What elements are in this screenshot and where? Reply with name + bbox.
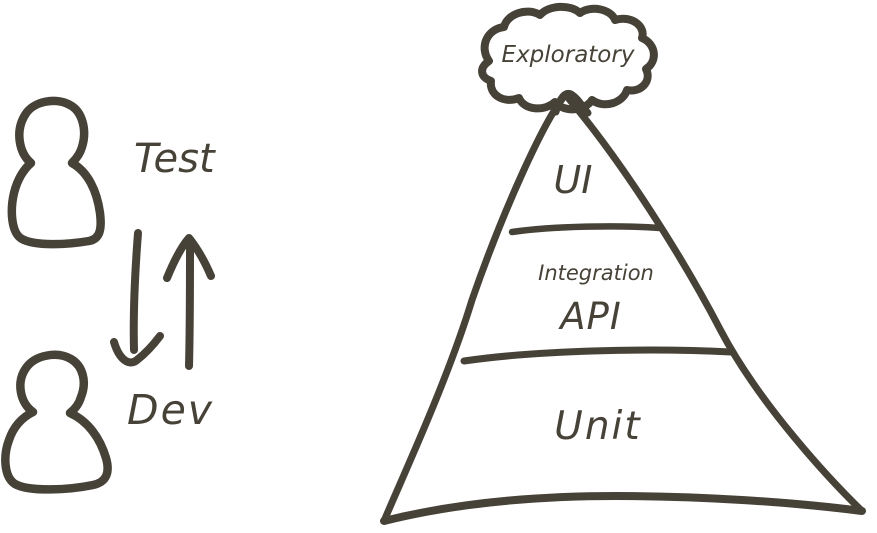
layer-divider-lower bbox=[460, 346, 735, 365]
layer-label-unit: Unit bbox=[554, 404, 641, 449]
cloud-icon bbox=[478, 2, 658, 114]
pyramid-base-edge bbox=[380, 492, 866, 525]
layer-label-integration: Integration bbox=[538, 261, 654, 285]
actors-group: Test Dev bbox=[1, 96, 216, 494]
arrow-up-icon bbox=[163, 234, 215, 370]
test-pyramid-group: Exploratory UI Integration API Unit bbox=[380, 2, 866, 525]
pyramid-right-edge bbox=[565, 95, 866, 515]
dev-person-icon bbox=[1, 350, 112, 494]
layer-label-ui: UI bbox=[553, 158, 592, 202]
layer-label-api: API bbox=[558, 295, 622, 338]
test-actor-label: Test bbox=[134, 136, 216, 182]
exploratory-cloud-label: Exploratory bbox=[502, 42, 635, 68]
dev-actor-label: Dev bbox=[127, 386, 214, 434]
pyramid-left-edge bbox=[380, 94, 567, 525]
layer-divider-upper bbox=[508, 223, 664, 236]
test-person-icon bbox=[7, 96, 105, 249]
arrow-down-icon bbox=[110, 229, 164, 367]
